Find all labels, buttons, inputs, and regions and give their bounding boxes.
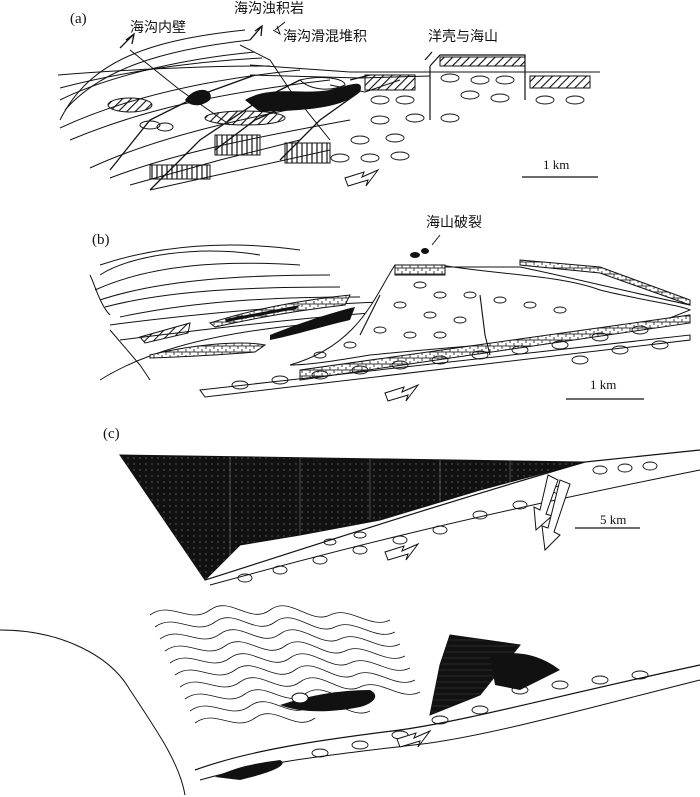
striped-block [284, 142, 331, 164]
seamount-faults [359, 294, 491, 356]
decollement [194, 664, 700, 771]
crust-ellipses [311, 670, 649, 758]
oceanic-carbonate-band [299, 314, 691, 381]
panel-a-drawing [57, 21, 600, 191]
panel-a-label: (a) [70, 11, 87, 27]
folded-strata [149, 605, 421, 724]
seamount-faults [349, 51, 526, 120]
seamount-body [289, 264, 692, 366]
basalt-ellipses [231, 281, 669, 390]
crust-layer [364, 74, 416, 91]
label-seamount-breakup: 海山破裂 [426, 215, 482, 231]
panel-d [0, 595, 700, 797]
plate-boundary [209, 469, 700, 586]
panel-b: (b) 海山破裂 1 km [0, 205, 700, 420]
scale-label-a: 1 km [543, 157, 570, 172]
thrust-arrow-icon [533, 474, 559, 532]
striped-block [149, 164, 211, 180]
black-lens [270, 307, 355, 340]
scale-label-b: 1 km [590, 377, 617, 392]
olistostrome-body [245, 83, 361, 112]
breakup-block [410, 252, 420, 258]
seamount-cap [439, 56, 526, 67]
oval-clast [139, 120, 161, 130]
black-lens [280, 690, 376, 712]
hatched-lens [204, 110, 286, 126]
black-stripe [225, 305, 300, 322]
thrust-arrow-icon [541, 479, 571, 552]
outer-boundary [0, 629, 186, 796]
seamount-slope [445, 266, 691, 306]
oceanic-crust-ellipses [330, 73, 585, 163]
decollement [204, 449, 700, 581]
prism-grid [229, 457, 511, 560]
panel-c-drawing [119, 449, 700, 586]
panel-b-drawing [89, 234, 692, 402]
oval-clast [156, 122, 174, 132]
convergence-arrow-icon [396, 729, 432, 748]
label-trench-olistostrome: 海沟滑混堆积 [283, 29, 367, 45]
convergence-arrow-icon [384, 383, 420, 402]
subducted-lens [215, 760, 283, 780]
label-crust-seamount: 洋壳与海山 [428, 29, 498, 45]
hatched-lens [107, 97, 153, 113]
pointer [274, 21, 286, 31]
panel-d-drawing [0, 605, 700, 796]
white-clast [291, 692, 309, 704]
slope-carbonate [519, 259, 691, 306]
panel-c: (c) 5 km [0, 420, 700, 595]
melange-block [490, 653, 560, 690]
convergence-arrow-icon [344, 168, 380, 187]
subducting-plate-top [199, 334, 691, 398]
convergence-arrow-icon [384, 542, 420, 561]
panel-a: (a) 海沟内壁 海沟浊积岩 海沟滑混堆积 洋壳与海山 1 km [0, 0, 700, 205]
carbonate-lens [149, 342, 267, 359]
crust-layer [529, 75, 591, 89]
seamount-cap-carbonate [394, 264, 446, 276]
subducting-crust-ellipses [237, 461, 658, 583]
striped-block [214, 134, 261, 156]
scale-label-c: 5 km [600, 512, 627, 527]
panel-b-label: (b) [92, 232, 110, 248]
accretionary-prism-black [119, 454, 586, 581]
breakup-block [421, 248, 429, 254]
label-trench-inner-wall: 海沟内壁 [130, 20, 186, 36]
panel-c-label: (c) [103, 426, 120, 442]
black-lens [185, 89, 211, 106]
label-trench-turbidite: 海沟浊积岩 [234, 1, 304, 17]
mud-lens [299, 77, 346, 90]
pointer-arrowhead [272, 25, 281, 36]
hatched-lens [139, 322, 191, 344]
pointer [431, 234, 441, 246]
